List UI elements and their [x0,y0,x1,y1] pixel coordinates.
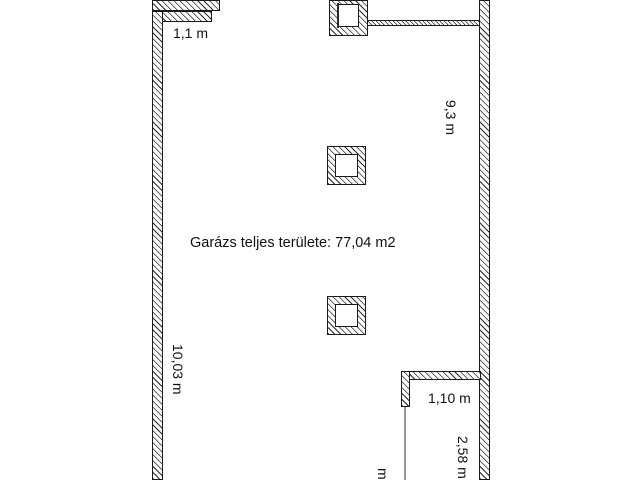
wall-small-room-top [401,371,481,380]
column-lower [327,296,366,335]
column-entry-core [338,4,359,27]
wall-top-left-stub [152,0,220,11]
column-lower-core [335,304,358,327]
wall-left [152,11,163,480]
dimension-left: 10,03 m [170,344,186,395]
dimension-small-room-width: 1,10 m [428,390,471,406]
area-label: Garázs teljes területe: 77,04 m2 [190,235,396,251]
column-upper-core [335,154,358,177]
dimension-small-room-depth: 2,58 m [455,436,471,479]
wall-small-room-left [401,371,410,407]
column-entry [329,0,368,36]
wall-right [479,0,490,480]
dimension-small-room-partial: m [375,468,391,480]
column-upper [327,146,366,185]
dimension-top-left: 1,1 m [173,25,209,41]
door-entry [337,3,339,28]
door-small-room [404,407,406,480]
dimension-right-upper: 9,3 m [443,100,459,136]
wall-top-right-thin [366,20,480,26]
